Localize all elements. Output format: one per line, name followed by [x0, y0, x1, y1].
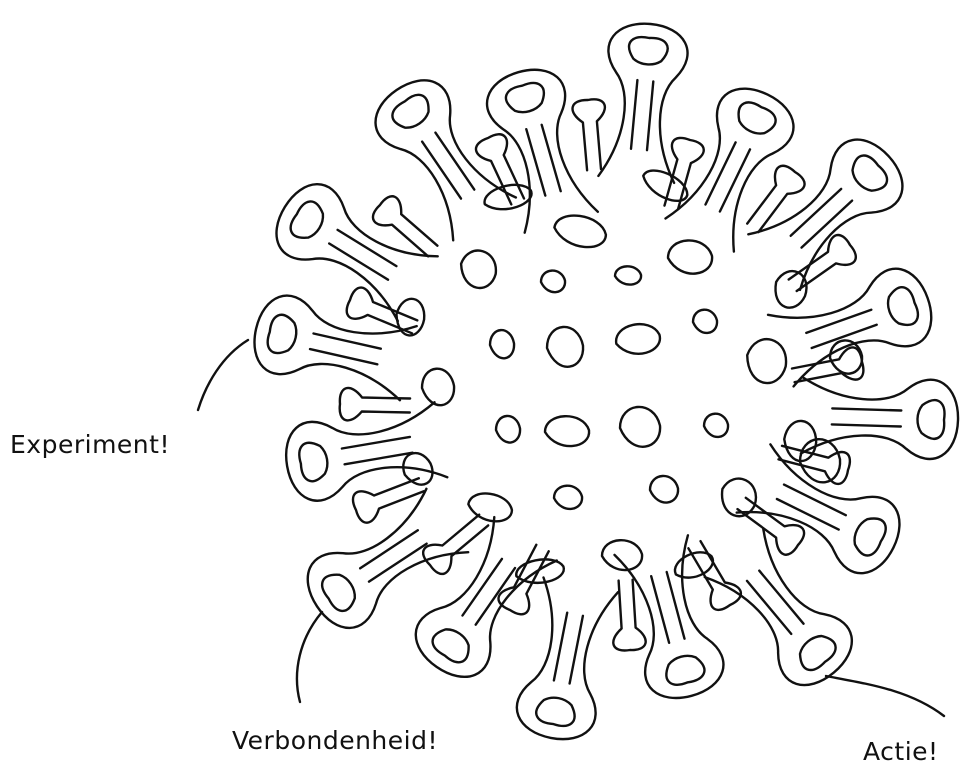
surface-spot-13: [740, 334, 792, 388]
spike-stem: [832, 408, 902, 426]
virus-spikes: [254, 24, 958, 739]
spike-head-inner: [666, 656, 704, 685]
spike-head-inner: [739, 102, 776, 133]
spike-head-inner: [629, 37, 668, 64]
spike-head-inner: [853, 156, 888, 191]
spike-stem: [791, 189, 852, 248]
pointer-line-actie: [826, 676, 944, 716]
spike-outline: [801, 378, 958, 459]
spike-stem: [526, 125, 560, 196]
pointer-line-experiment: [198, 340, 248, 410]
spike-stem: [422, 133, 474, 199]
spike-head-inner: [536, 698, 574, 726]
label-pointer-lines: [198, 340, 944, 716]
spike-head-inner: [322, 575, 355, 611]
spike-head-inner: [888, 287, 918, 325]
spike-outline: [286, 402, 447, 500]
small-spike-7: [423, 515, 488, 574]
small-spike-1: [573, 99, 605, 170]
surface-spot-9: [490, 330, 514, 358]
spike-13: [801, 378, 958, 459]
label-verbondenheid: Verbondenheid!: [232, 726, 438, 755]
surface-spot-10: [547, 327, 583, 367]
spike-stem: [329, 230, 396, 280]
spike-head-inner: [291, 201, 323, 237]
surface-spot-11: [614, 321, 663, 358]
surface-spot-3: [668, 240, 712, 273]
spike-stem: [651, 572, 684, 643]
surface-spot-17: [620, 407, 660, 447]
spike-head-inner: [800, 636, 836, 670]
small-spike-4: [347, 288, 418, 334]
surface-spot-23: [650, 476, 678, 503]
spike-outline: [416, 517, 557, 677]
small-spike-3: [373, 196, 437, 256]
virus-surface-spots: [392, 165, 862, 587]
spike-10: [615, 535, 724, 698]
spike-stem: [706, 142, 751, 211]
spike-outline: [517, 578, 618, 740]
spike-stem: [631, 80, 653, 150]
surface-spot-6: [615, 266, 641, 284]
spike-head-inner: [855, 519, 886, 556]
small-spike-6: [353, 478, 424, 522]
spike-outline: [598, 24, 687, 183]
spike-8: [416, 517, 557, 677]
label-actie: Actie!: [863, 737, 939, 766]
label-experiment: Experiment!: [10, 430, 170, 459]
spike-head-inner: [268, 315, 296, 353]
spike-1: [598, 24, 687, 183]
pointer-line-verbondenheid: [297, 612, 322, 702]
spike-stem: [747, 571, 804, 634]
surface-spot-26: [602, 540, 642, 570]
small-spike-5: [340, 388, 410, 420]
surface-spot-12: [693, 310, 717, 333]
surface-spot-24: [714, 472, 763, 522]
spike-outline: [615, 535, 724, 698]
spike-stem: [777, 485, 846, 530]
surface-spot-15: [496, 416, 520, 443]
spike-head-inner: [917, 400, 944, 439]
surface-spot-5: [541, 271, 565, 293]
spike-3: [376, 80, 516, 240]
spike-stem: [360, 530, 426, 581]
spike-stem: [463, 559, 516, 625]
spike-stem: [310, 334, 381, 365]
spike-head-inner: [299, 443, 327, 481]
surface-spot-2: [552, 212, 609, 250]
spike-head-inner: [433, 629, 469, 662]
spike-head-inner: [392, 95, 428, 128]
surface-spot-22: [554, 486, 582, 509]
surface-spot-18: [704, 414, 728, 437]
spike-9: [517, 578, 618, 740]
spike-outline: [376, 80, 516, 240]
surface-spot-14: [422, 369, 454, 405]
surface-spot-16: [545, 416, 589, 446]
spike-6: [286, 402, 447, 500]
spike-stem: [554, 613, 583, 684]
surface-spot-4: [455, 246, 501, 293]
spike-head-inner: [506, 83, 544, 112]
small-spike-15: [747, 166, 804, 232]
spike-stem: [342, 437, 413, 464]
